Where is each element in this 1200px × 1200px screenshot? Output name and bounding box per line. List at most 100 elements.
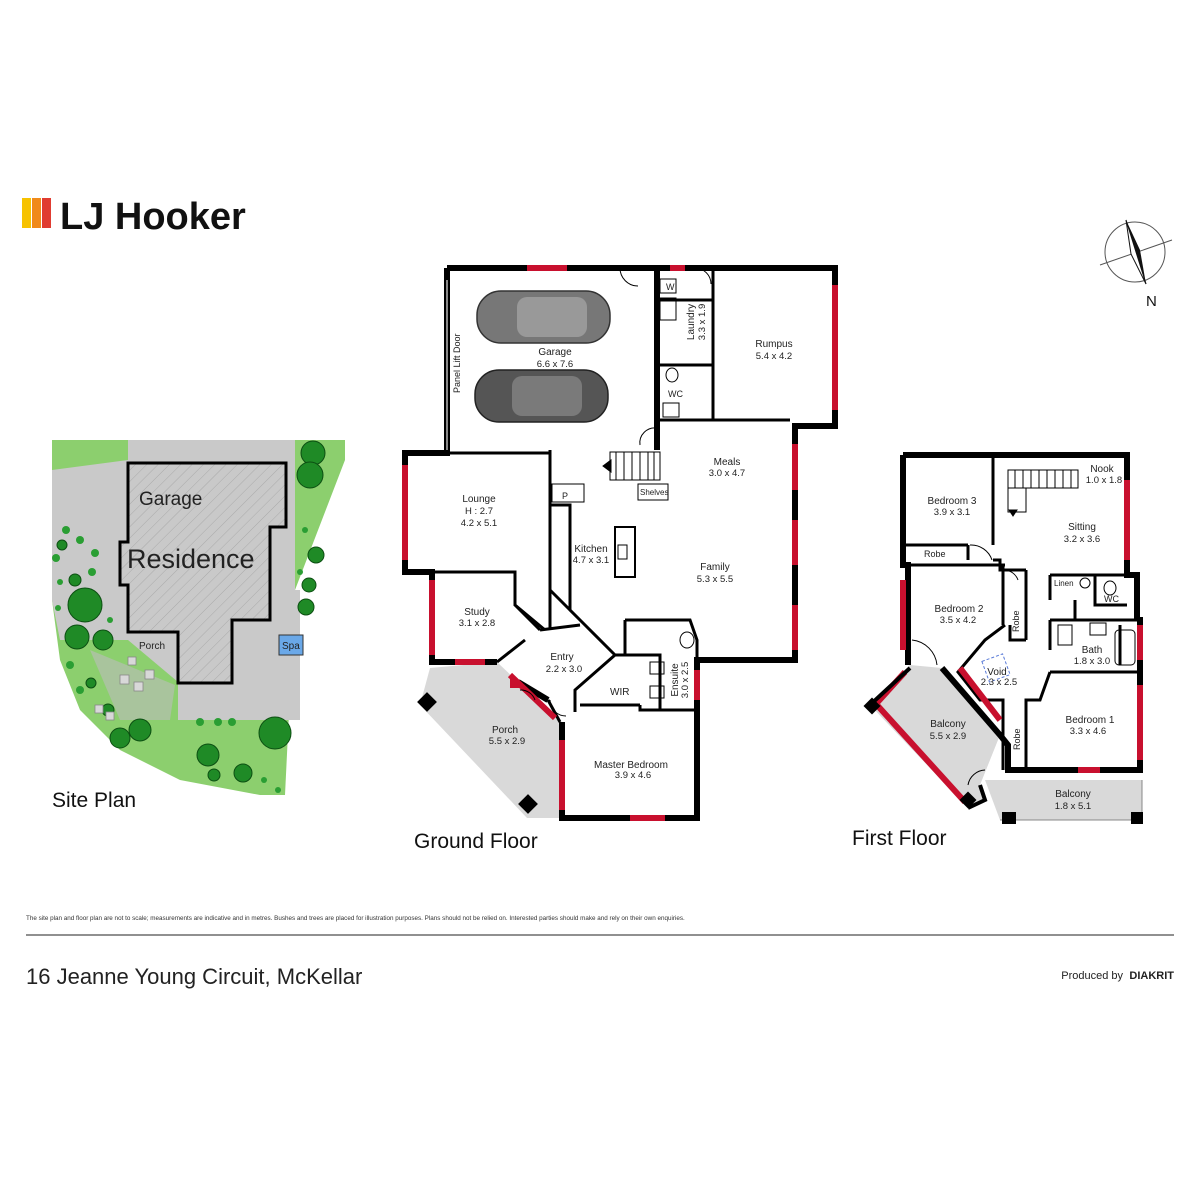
ff-room-bedroom2-name: Bedroom 2	[935, 604, 984, 615]
site-spa	[278, 634, 304, 656]
produced-by-prefix: Produced by	[1061, 970, 1123, 982]
ff-room-void-dims: 2.3 x 2.5	[981, 677, 1017, 688]
ff-room-balcony-west-name: Balcony	[930, 719, 966, 730]
gf-room-entry-name: Entry	[550, 652, 573, 663]
gf-porch-area	[420, 662, 562, 818]
ff-linen-fixture-icon	[1079, 577, 1091, 589]
gf-windows	[402, 265, 838, 821]
ff-balcony-pillar-left	[863, 697, 881, 715]
ff-label-robe-bed1: Robe	[1012, 728, 1022, 750]
ff-void-marker	[981, 653, 1011, 683]
ff-room-bedroom1-name: Bedroom 1	[1066, 715, 1115, 726]
gf-car-top	[476, 290, 611, 344]
gf-room-porch-name: Porch	[492, 725, 518, 736]
gf-room-ensuite-name: Ensuite	[670, 663, 681, 697]
site-label-porch: Porch	[139, 641, 165, 652]
gf-kitchen-island	[614, 526, 636, 578]
compass-north-label: N	[1146, 293, 1157, 310]
gf-porch-pillar-left	[417, 692, 437, 712]
ff-bath-basin-icon	[1089, 622, 1107, 636]
gf-washer-icon	[659, 278, 677, 294]
ff-room-nook-dims: 1.0 x 1.8	[1086, 475, 1122, 486]
ff-interior-walls	[903, 455, 1140, 770]
ff-label-robe-bed3: Robe	[924, 549, 946, 559]
ff-room-bedroom1-dims: 3.3 x 4.6	[1070, 726, 1106, 737]
ff-room-bedroom3-dims: 3.9 x 3.1	[934, 507, 970, 518]
site-trees	[56, 440, 326, 783]
ff-room-void-name: Void	[987, 667, 1006, 678]
site-label-garage: Garage	[139, 489, 202, 510]
gf-pantry	[551, 483, 585, 503]
ff-room-bedroom2-dims: 3.5 x 4.2	[940, 615, 976, 626]
gf-ensuite-basin-2-icon	[649, 685, 665, 699]
brand-name: LJ Hooker	[60, 196, 246, 238]
gf-door-swings	[519, 267, 712, 717]
gf-room-kitchen-name: Kitchen	[574, 544, 607, 555]
gf-sink-icon	[617, 544, 628, 560]
gf-room-meals-name: Meals	[714, 457, 741, 468]
gf-room-laundry-name: Laundry	[686, 304, 697, 340]
ff-balcony-pillar-south	[1002, 812, 1016, 824]
gf-car-bottom	[474, 369, 609, 423]
gf-toilet-icon	[665, 367, 679, 383]
gf-room-family-dims: 5.3 x 5.5	[697, 574, 733, 585]
ff-label-robe-bed2: Robe	[1011, 610, 1021, 632]
gf-entry-arrow-icon	[510, 675, 520, 688]
gf-room-master-bedroom-dims: 3.9 x 4.6	[615, 770, 651, 781]
ff-balcony-south-area	[985, 780, 1142, 820]
site-garden-furniture	[94, 656, 155, 721]
ff-toilet-icon	[1103, 580, 1117, 596]
produced-by-company: DIAKRIT	[1129, 970, 1174, 982]
gf-porch-pillar-right	[518, 794, 538, 814]
gf-stairs	[602, 451, 661, 481]
site-label-residence: Residence	[127, 544, 255, 574]
gf-label-wir: WIR	[610, 687, 629, 698]
first-floor-title: First Floor	[852, 827, 947, 850]
gf-room-lounge-height: H : 2.7	[465, 506, 493, 517]
gf-room-garage-dims: 6.6 x 7.6	[537, 359, 573, 370]
gf-ensuite-toilet-icon	[679, 631, 695, 649]
gf-label-panel-lift-door: Panel Lift Door	[452, 333, 462, 393]
brand-logo: LJ Hooker	[22, 196, 246, 238]
ff-room-nook-name: Nook	[1090, 464, 1114, 475]
gf-room-laundry-dims: 3.3 x 1.9	[697, 304, 708, 340]
logo-bar-orange	[32, 198, 41, 228]
gf-room-rumpus-name: Rumpus	[755, 339, 792, 350]
gf-room-kitchen-dims: 4.7 x 3.1	[573, 555, 609, 566]
gf-room-porch-dims: 5.5 x 2.9	[489, 736, 525, 747]
ff-stairs	[1007, 469, 1079, 517]
logo-bar-red	[42, 198, 51, 228]
gf-room-garage-name: Garage	[538, 347, 572, 358]
ff-door-swings	[911, 544, 1019, 786]
site-plan: Garage Residence Porch Spa Site Plan	[52, 440, 345, 812]
ff-room-bath-name: Bath	[1082, 645, 1103, 656]
ff-room-balcony-south-dims: 1.8 x 5.1	[1055, 801, 1091, 812]
ff-room-bath-dims: 1.8 x 3.0	[1074, 656, 1110, 667]
gf-shelves	[637, 483, 669, 501]
gf-room-master-bedroom-name: Master Bedroom	[594, 760, 668, 771]
gf-room-study-dims: 3.1 x 2.8	[459, 618, 495, 629]
site-plan-title: Site Plan	[52, 789, 136, 812]
gf-label-pantry: P	[562, 491, 568, 501]
ff-shower-icon	[1057, 624, 1073, 646]
ff-room-balcony-south-name: Balcony	[1055, 789, 1091, 800]
property-address: 16 Jeanne Young Circuit, McKellar	[26, 964, 362, 989]
ground-floor-plan: W WC P Shelves WIR Panel Lift Door Garag…	[402, 265, 838, 853]
site-shrubs	[52, 526, 308, 793]
ff-balcony-pillar-mid	[959, 791, 977, 809]
logo-bar-yellow	[22, 198, 31, 228]
gf-label-shelves: Shelves	[640, 488, 668, 497]
gf-laundry-tub-icon	[659, 297, 677, 321]
gf-room-lounge-dims: 4.2 x 5.1	[461, 518, 497, 529]
ground-floor-title: Ground Floor	[414, 830, 538, 853]
gf-room-entry-dims: 2.2 x 3.0	[546, 664, 582, 675]
gf-basin-icon	[662, 402, 680, 418]
north-compass-icon: N	[1099, 219, 1173, 310]
ff-room-bedroom3-name: Bedroom 3	[928, 496, 977, 507]
site-residence-outline	[118, 461, 288, 685]
ff-label-wc: WC	[1104, 594, 1119, 604]
site-garden-path	[90, 650, 175, 720]
ff-balcony-west-walls	[868, 666, 988, 810]
gf-room-ensuite-dims: 3.0 x 2.5	[680, 662, 691, 698]
